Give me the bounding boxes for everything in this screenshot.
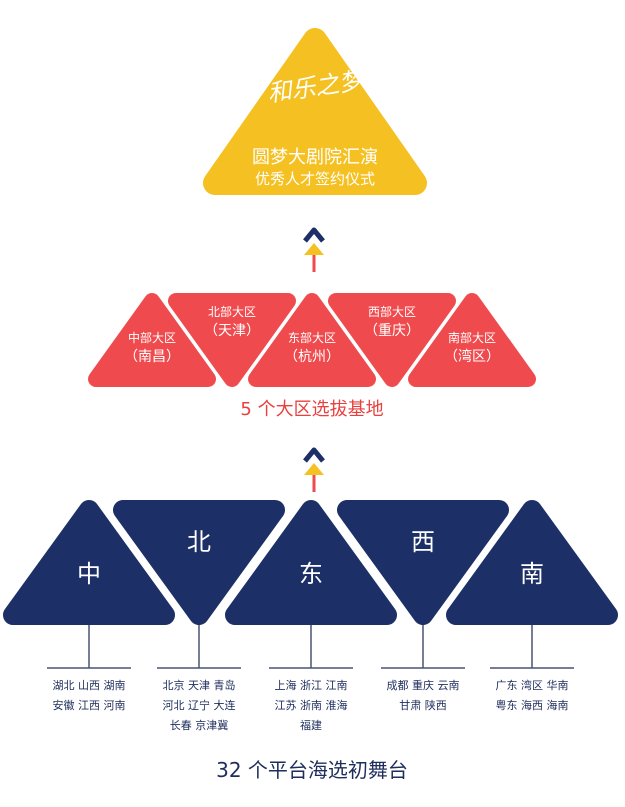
city-list-row: 粤东 海西 海南 (496, 698, 569, 712)
city-list-row: 湖北 山西 湖南 (53, 679, 126, 692)
region-city: （湾区） (444, 348, 500, 365)
city-list-row: 成都 重庆 云南 (387, 678, 460, 692)
regional-base-triangle (88, 293, 216, 387)
city-list-row: 甘肃 陕西 (399, 698, 447, 712)
regional-base-triangle (168, 293, 296, 387)
city-list-row: 安徽 江西 河南 (53, 698, 126, 712)
city-list-row: 上海 浙江 江南 (275, 678, 348, 692)
audition-region-label: 中 (77, 560, 101, 588)
regional-base-triangle (408, 293, 536, 387)
audition-caption: 32 个平台海选初舞台 (216, 758, 408, 782)
top-stage: 和乐之梦 圆梦大剧院汇演 优秀人才签约仪式 (203, 28, 427, 195)
arrow-up-icon (303, 227, 325, 272)
region-name: 中部大区 (128, 330, 176, 345)
audition-region-label: 西 (411, 528, 435, 556)
regional-bases: 中部大区 （南昌） 北部大区 （天津） 东部大区 （杭州） 西部大区 （重庆） 南部大区 （湾区） (88, 293, 536, 387)
audition-region-label: 北 (187, 528, 211, 556)
regional-base-triangle (248, 293, 376, 387)
city-list-row: 北京 天津 青岛 (163, 678, 236, 692)
city-list-row: 广东 湾区 华南 (496, 678, 569, 692)
city-list-row: 江苏 浙南 淮海 (275, 698, 348, 712)
city-list-row: 长春 京津冀 (170, 718, 229, 732)
final-stage-line2: 优秀人才签约仪式 (255, 170, 375, 188)
region-city: （天津） (204, 323, 260, 339)
regional-base: 东部大区 （杭州） (248, 293, 376, 387)
arrow-up-icon (303, 447, 325, 492)
audition-region-triangle (113, 500, 285, 625)
audition-region-triangle (225, 500, 397, 625)
audition-region-triangle (446, 500, 618, 625)
regional-bases-caption: 5 个大区选拔基地 (240, 399, 383, 420)
final-stage-line1: 圆梦大剧院汇演 (252, 147, 378, 168)
region-name: 北部大区 (208, 304, 256, 319)
final-stage-triangle (203, 28, 427, 195)
region-city: （杭州） (284, 349, 340, 365)
regional-base: 北部大区 （天津） (168, 293, 296, 387)
audition-region-label: 东 (299, 560, 323, 588)
regional-base-triangle (328, 293, 456, 387)
city-list-row: 河北 辽宁 大连 (163, 698, 236, 712)
regional-base: 南部大区 （湾区） (408, 293, 536, 387)
city-list-row: 福建 (300, 718, 322, 732)
region-name: 西部大区 (368, 304, 416, 319)
audition-region-label: 南 (520, 560, 544, 588)
region-city: （南昌） (124, 349, 180, 365)
region-name: 东部大区 (288, 330, 336, 345)
region-name: 南部大区 (448, 330, 496, 345)
region-city: （重庆） (364, 323, 420, 339)
audition-region-triangle (337, 500, 509, 625)
regional-base: 西部大区 （重庆） (328, 293, 456, 387)
regional-base: 中部大区 （南昌） (88, 293, 216, 387)
audition-region-triangle (3, 500, 175, 625)
